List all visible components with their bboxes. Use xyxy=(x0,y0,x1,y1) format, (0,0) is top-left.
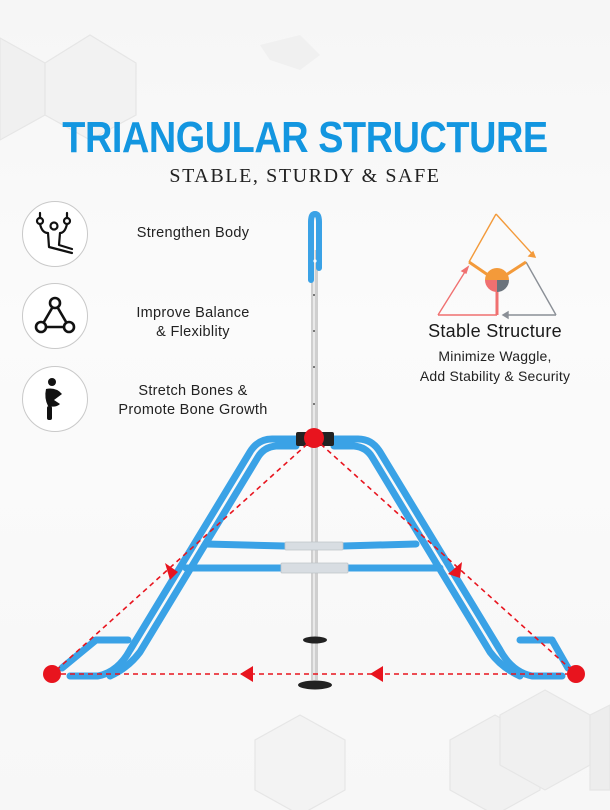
a-frame xyxy=(58,435,572,680)
pole-top-handle xyxy=(308,210,322,283)
arrow-marker xyxy=(240,666,253,682)
feature-improve-balance: Improve Balance & Flexiblity xyxy=(22,283,249,349)
feature-label: Improve Balance & Flexiblity xyxy=(136,305,250,340)
feature-label: Strengthen Body xyxy=(136,225,250,241)
feature-icon-circle xyxy=(22,366,88,432)
arrow-marker xyxy=(165,563,178,580)
page-subtitle: STABLE, STURDY & SAFE xyxy=(169,165,441,187)
right-base-marker xyxy=(567,665,585,683)
ring-gymnast-icon xyxy=(35,211,74,255)
apex-marker xyxy=(304,428,324,448)
left-base-marker xyxy=(43,665,61,683)
feature-icon-circle xyxy=(22,283,88,349)
feature-strengthen-body: Strengthen Body xyxy=(22,201,249,267)
arrow-marker xyxy=(448,562,462,578)
stable-structure-diagram xyxy=(437,213,557,320)
feature-label: Stretch Bones & Promote Bone Growth xyxy=(118,383,268,418)
arrow-marker xyxy=(370,666,383,682)
triangle-nodes-icon xyxy=(34,296,76,334)
page-title: TRIANGULAR STRUCTURE xyxy=(62,113,548,162)
stability-triangle-overlay xyxy=(51,437,577,675)
feature-stretch-bones: Stretch Bones & Promote Bone Growth xyxy=(22,366,267,432)
stretching-person-icon xyxy=(45,378,62,420)
stable-structure-description: Minimize Waggle, Add Stability & Securit… xyxy=(419,348,571,384)
feature-icon-circle xyxy=(22,201,88,267)
stable-structure-title: Stable Structure xyxy=(428,321,562,341)
